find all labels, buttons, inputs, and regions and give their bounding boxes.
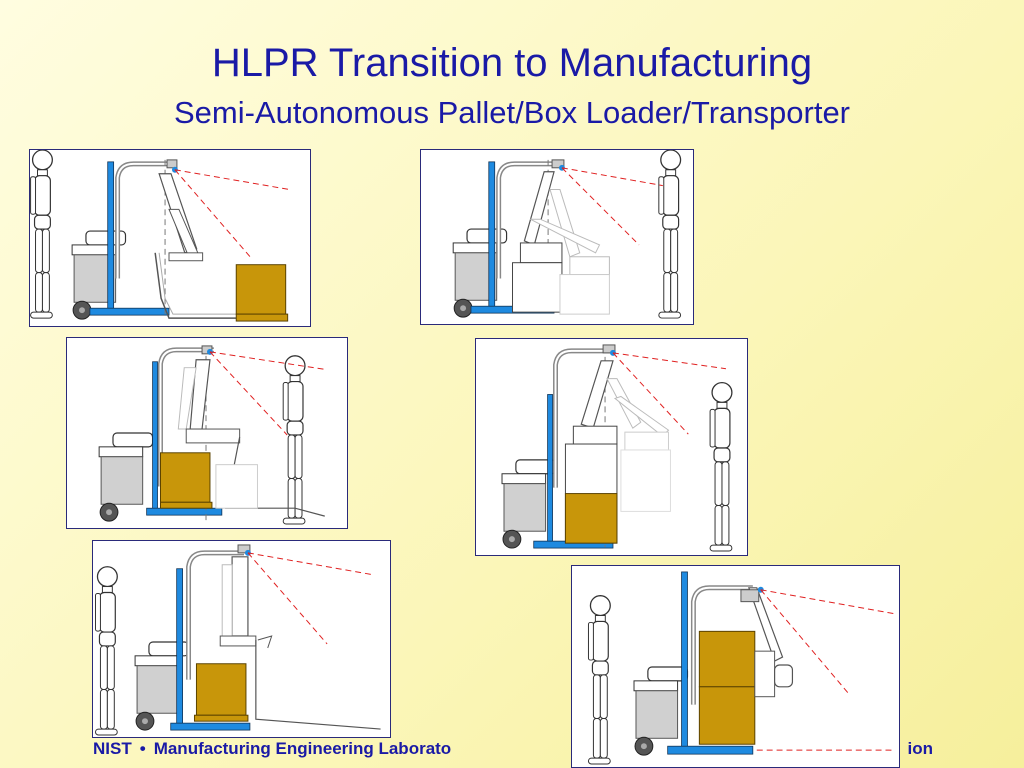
footer-org: NIST [93, 739, 132, 758]
forklift-diagram-2 [452, 150, 682, 319]
panel-stage-1 [29, 149, 311, 327]
footer-trailing: ion [907, 739, 934, 758]
footer: NIST•Manufacturing Engineering Laborato … [93, 738, 933, 760]
forklift-diagram-1 [30, 150, 290, 322]
panel-stage-6 [571, 565, 900, 768]
footer-lab: Manufacturing Engineering Laborato [153, 739, 452, 758]
forklift-diagram-5 [94, 544, 381, 736]
slide-title: HLPR Transition to Manufacturing [211, 41, 813, 85]
panel-stage-3 [66, 337, 348, 529]
forklift-diagram-4 [501, 344, 733, 552]
forklift-diagram-6 [587, 571, 894, 765]
forklift-diagram-3 [98, 345, 327, 525]
panel-stage-5 [92, 540, 391, 738]
slide-subtitle: Semi-Autonomous Pallet/Box Loader/Transp… [173, 95, 851, 130]
footer-separator: • [139, 739, 146, 758]
panel-stage-2 [420, 149, 694, 325]
panel-stage-4 [475, 338, 748, 556]
